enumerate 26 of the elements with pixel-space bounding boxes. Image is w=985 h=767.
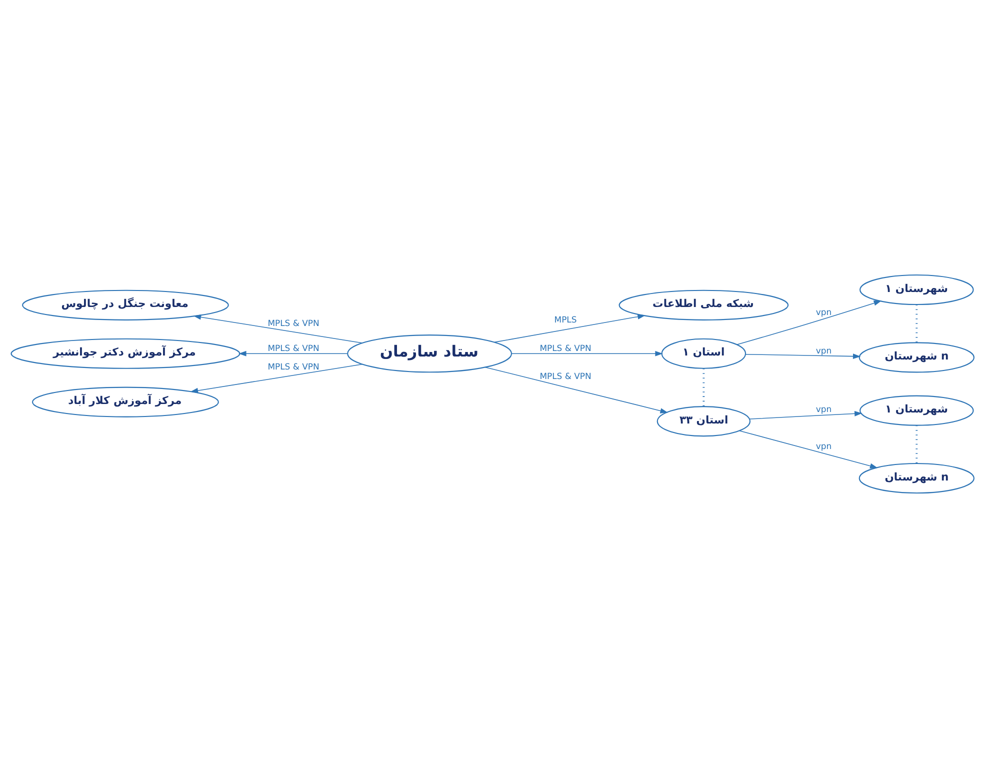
arrow: [738, 430, 878, 468]
node-ellipse: ستاد سازمان: [347, 334, 512, 372]
node-ellipse: شهرستان n: [858, 342, 974, 372]
edge-label: MPLS & VPN: [540, 342, 592, 353]
edge-label: vpn: [816, 440, 832, 450]
connector: [702, 368, 705, 406]
edge-label: vpn: [816, 306, 832, 316]
edge-label: MPLS & VPN: [540, 370, 592, 380]
arrow: [494, 314, 646, 342]
arrow: [238, 350, 348, 356]
edge-label: MPLS & VPN: [268, 361, 320, 372]
edge-label: MPLS & VPN: [268, 317, 320, 328]
arrow: [749, 410, 862, 419]
edge-label: vpn: [816, 344, 832, 355]
edge-label: vpn: [816, 403, 832, 414]
arrow: [745, 353, 861, 359]
arrow: [736, 300, 882, 344]
edge-label: MPLS: [554, 314, 577, 324]
arrow: [511, 350, 663, 356]
node-ellipse: شهرستان ۱: [860, 394, 974, 426]
node-ellipse: استان ۱: [661, 338, 746, 368]
node-ellipse: مرکز آموزش دکتر جوانشیر: [10, 338, 240, 368]
edge-label: MPLS & VPN: [268, 342, 320, 353]
arrow: [193, 314, 363, 343]
arrow: [190, 363, 363, 393]
arrow: [484, 366, 668, 413]
